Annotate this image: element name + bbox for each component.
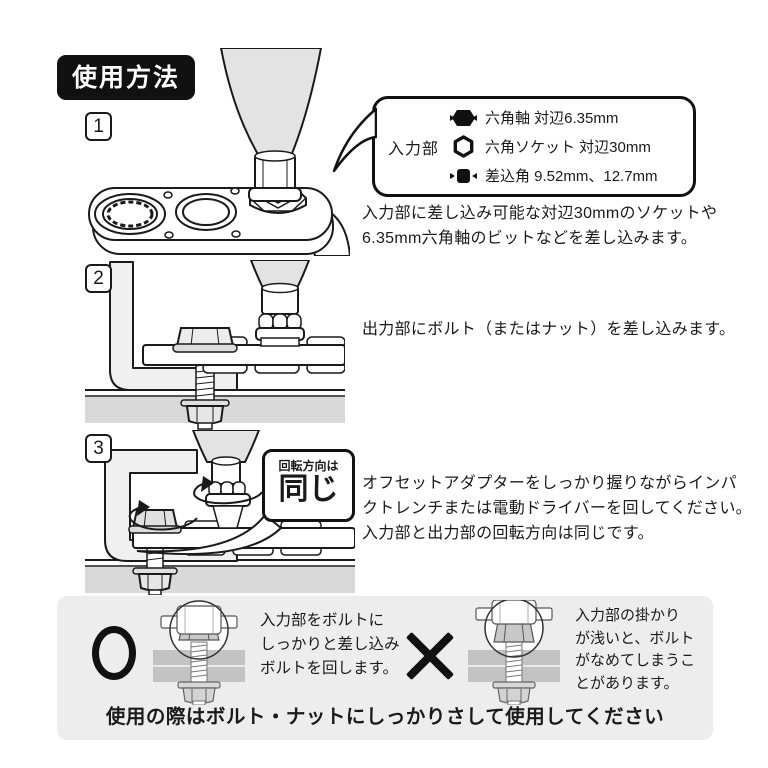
bolt-head <box>172 327 238 353</box>
caption-line: 入力部に差し込み可能な対辺30mmのソケットや <box>362 205 718 222</box>
input-socket-shallow <box>491 600 537 625</box>
ng-line: 入力部の掛かり <box>575 607 681 624</box>
bubble-small-text: 回転方向は <box>278 459 339 473</box>
step1-illustration <box>88 48 350 256</box>
magnifier-circle <box>169 600 229 660</box>
spec-row-hex-socket: 六角ソケット 対辺30mm <box>449 133 658 160</box>
ok-line: 入力部をボルトに <box>260 612 385 629</box>
caption-line: 入力部と出力部の回転方向は同じです。 <box>362 524 654 542</box>
hex-shaft-icon <box>449 108 477 128</box>
step2-illustration <box>85 260 345 430</box>
input-part-spec-list: 六角軸 対辺6.35mm 六角ソケット 対辺30mm 差込角 9.52mm、12… <box>449 104 658 189</box>
usage-note-panel: 入力部をボルトに しっかりと差し込み ボルトを回します。 入力部の掛かり が浅い… <box>57 596 713 740</box>
rotation-arrow-left <box>128 500 198 531</box>
step2-number: 2 <box>93 267 104 289</box>
usage-note-footer: 使用の際はボルト・ナットにしっかりさして使用してください <box>105 706 665 728</box>
spec-text: 差込角 9.52mm、12.7mm <box>485 168 658 185</box>
bubble-big-text: 同じ <box>278 473 339 506</box>
bolt-head <box>493 621 535 643</box>
impact-driver <box>191 430 261 529</box>
magnifier-circle <box>484 600 544 658</box>
hex-socket-icon <box>449 135 477 158</box>
impact-driver <box>249 260 311 347</box>
step1-number-badge: 1 <box>85 112 112 141</box>
rotation-direction-bubble: 回転方向は 同じ <box>262 449 355 522</box>
caption-line: オフセットアダプターをしっかり握りながらインパ <box>362 475 737 492</box>
ng-line: とがあります。 <box>575 674 679 692</box>
step1-caption: 入力部に差し込み可能な対辺30mmのソケットや 6.35mm六角軸のビットなどを… <box>362 202 717 252</box>
twelve-point-socket-opening <box>106 200 154 228</box>
ok-example-illustration <box>153 600 245 705</box>
input-part-label: 入力部 <box>388 140 440 158</box>
step3-number-badge: 3 <box>85 434 112 463</box>
spec-row-hex-shaft: 六角軸 対辺6.35mm <box>449 104 658 131</box>
ng-example-illustration <box>468 600 560 705</box>
step3-number: 3 <box>93 437 104 459</box>
step3-caption: オフセットアダプターをしっかり握りながらインパ クトレンチまたは電動ドライバーを… <box>362 472 752 546</box>
rotation-arrow-right <box>193 476 263 505</box>
step1-number: 1 <box>93 115 104 137</box>
step2-number-badge: 2 <box>85 264 112 293</box>
square-drive-icon <box>449 166 477 186</box>
ng-cross-icon <box>405 630 455 681</box>
step2-caption: 出力部にボルト（またはナット）を差し込みます。 <box>362 318 735 343</box>
caption-line: 6.35mm六角軸のビットなどを差し込みます。 <box>362 229 698 247</box>
ok-circle-icon <box>92 626 136 680</box>
impact-driver <box>219 48 323 202</box>
input-part-callout: 入力部 六角軸 対辺6.35mm 六角ソケット 対辺30mm <box>372 96 696 197</box>
floor <box>85 559 355 593</box>
ok-line: ボルトを回します。 <box>260 660 398 678</box>
spec-text: 六角軸 対辺6.35mm <box>485 110 619 127</box>
ng-description: 入力部の掛かり が浅いと、ボルト がなめてしまうこ とがあります。 <box>575 605 695 695</box>
ng-line: がなめてしまうこ <box>575 652 696 669</box>
caption-line: 出力部にボルト（またはナット）を差し込みます。 <box>362 321 736 338</box>
spec-text: 六角ソケット 対辺30mm <box>485 139 651 156</box>
ok-line: しっかりと差し込み <box>260 636 400 654</box>
step3-illustration <box>85 430 355 595</box>
spec-row-square-drive: 差込角 9.52mm、12.7mm <box>449 162 658 189</box>
ok-description: 入力部をボルトに しっかりと差し込み ボルトを回します。 <box>260 609 400 681</box>
input-socket-deep <box>176 605 222 635</box>
offset-adapter <box>88 184 350 256</box>
caption-line: クトレンチまたは電動ドライバーを回してください。 <box>362 499 752 517</box>
page-title-text: 使用方法 <box>72 64 181 92</box>
callout-tail <box>332 107 377 173</box>
page-title: 使用方法 <box>57 55 196 100</box>
bubble-tail <box>136 513 283 556</box>
ng-line: が浅いと、ボルト <box>575 629 695 647</box>
